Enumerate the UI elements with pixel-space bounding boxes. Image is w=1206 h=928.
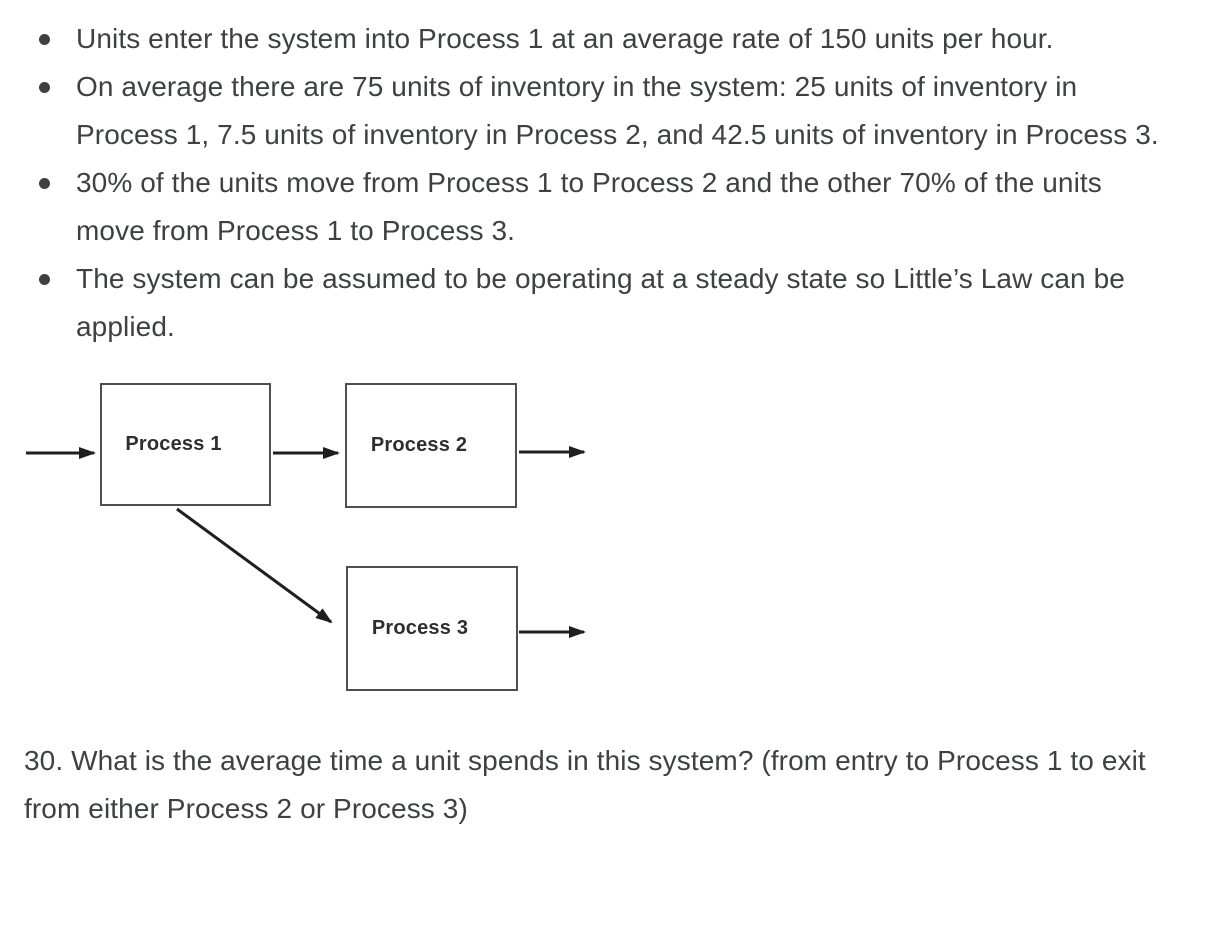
bullet-item-steady-state: The system can be assumed to be operatin… (24, 255, 1172, 351)
flow-arrows (26, 446, 586, 638)
process-3-box: Process 3 (346, 566, 518, 691)
bullet-text: Units enter the system into Process 1 at… (76, 23, 1054, 54)
arrow-process1-to-process3 (176, 507, 333, 624)
bullet-item-inventory: On average there are 75 units of invento… (24, 63, 1172, 159)
process-2-label: Process 2 (370, 434, 468, 456)
bullet-text: The system can be assumed to be operatin… (76, 263, 1125, 342)
bullet-item-entry-rate: Units enter the system into Process 1 at… (24, 15, 1172, 63)
process-flow-diagram: Process 1 Process 2 Process 3 (24, 373, 1172, 705)
bullet-dot (39, 274, 50, 285)
process-1-label: Process 1 (125, 433, 222, 455)
bullet-dot (39, 82, 50, 93)
process-1-box: Process 1 (100, 383, 271, 506)
bullet-list: Units enter the system into Process 1 at… (24, 15, 1172, 351)
process-2-box: Process 2 (345, 383, 517, 508)
bullet-dot (39, 34, 50, 45)
bullet-dot (39, 178, 50, 189)
process-3-label: Process 3 (371, 617, 469, 639)
bullet-text: On average there are 75 units of invento… (76, 71, 1159, 150)
question-text: 30. What is the average time a unit spen… (24, 745, 1146, 824)
bullet-text: 30% of the units move from Process 1 to … (76, 167, 1102, 246)
bullet-item-split-percentages: 30% of the units move from Process 1 to … (24, 159, 1172, 255)
